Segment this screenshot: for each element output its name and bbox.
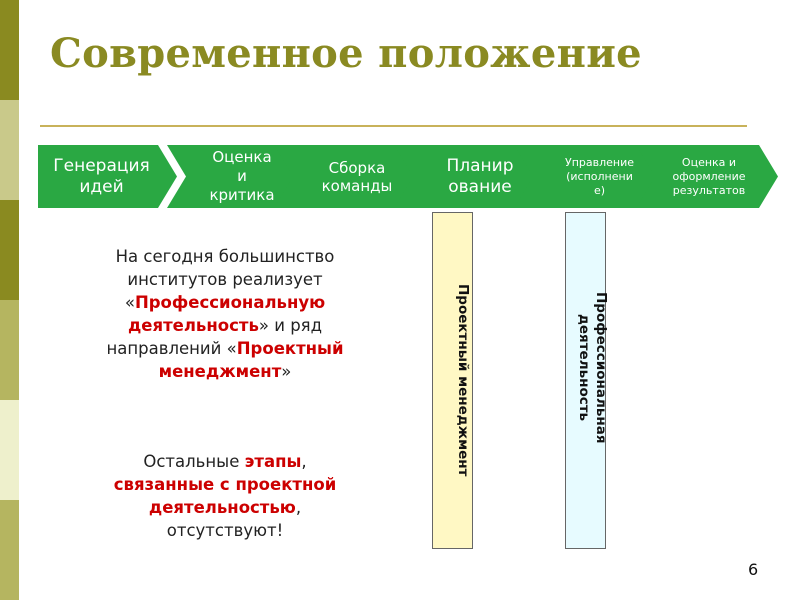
project-management-label: Проектный менеджмент [455,283,471,477]
stage-label: Управление (исполнени е) [564,155,634,197]
page-number: 6 [748,560,759,579]
project-management-box [432,212,473,549]
professional-activity-label: Профессиональная деятельность [576,292,609,444]
text-line: «Профессиональную [124,293,326,312]
text-line: Остальные этапы, [143,452,307,471]
text-line: деятельностью, [148,498,302,517]
decorative-stripe [0,0,19,600]
stage-results: Оценка и оформление результатов [636,145,778,208]
paragraph-current-state: На сегодня большинство институтов реализ… [44,245,406,383]
title-divider [40,125,747,127]
stage-label: Сборка команды [321,158,393,195]
slide-title: Современное положение [50,30,642,77]
text-line: институтов реализует [127,270,323,289]
stage-planning: Планир ование [394,145,556,208]
text-line: отсутствуют! [166,521,284,540]
text-line: направлений «Проектный [106,339,344,358]
stage-label: Оценка и оформление результатов [672,155,746,197]
text-line: менеджмент» [158,362,292,381]
stage-label: Генерация идей [53,155,150,197]
stage-label: Планир ование [446,155,514,197]
paragraph-missing-stages: Остальные этапы, связанные с проектной д… [44,450,406,542]
stage-label: Оценка и критика [209,148,275,204]
stage-idea-generation: Генерация идей [38,145,177,208]
text-line: связанные с проектной [113,475,337,494]
process-chevrons: Генерация идей Оценка и критика Сборка к… [38,145,778,208]
text-line: На сегодня большинство [115,247,335,266]
text-line: деятельность» и ряд [127,316,323,335]
professional-activity-box [565,212,606,549]
